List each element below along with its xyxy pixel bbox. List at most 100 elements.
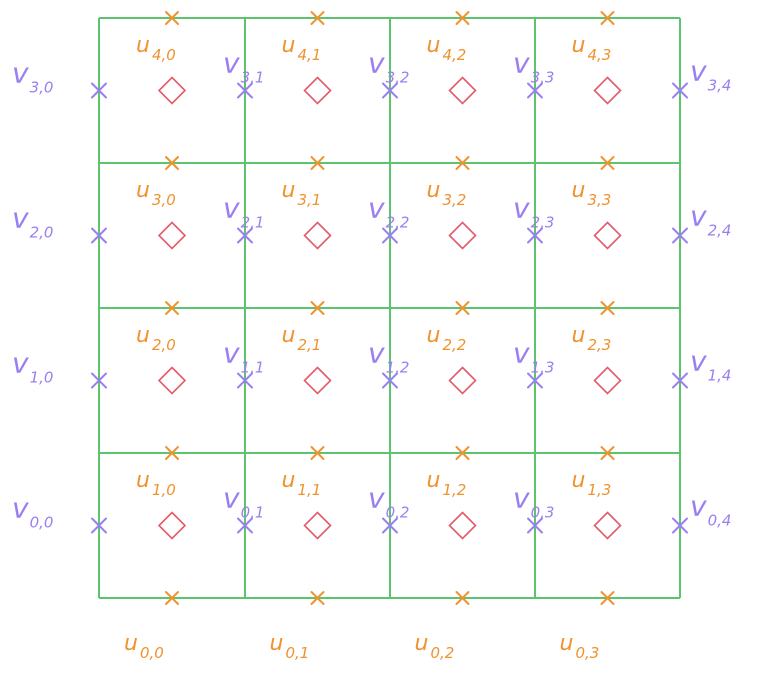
v-label: v3,2	[368, 47, 409, 87]
u-marker-icon-stroke	[600, 301, 615, 315]
u-label-symbol: u	[282, 468, 296, 493]
v-label-symbol: v	[223, 192, 240, 225]
cell-center-diamond-icon	[157, 221, 187, 250]
u-marker-icon-stroke	[165, 156, 179, 170]
v-marker-icon-stroke	[91, 227, 107, 244]
u-marker-icon	[310, 446, 325, 460]
v-marker-icon-stroke	[527, 372, 543, 389]
u-marker-icon	[165, 591, 179, 605]
u-label-symbol: u	[136, 178, 150, 203]
v-label-symbol: v	[12, 202, 29, 235]
u-marker-icon-stroke	[165, 301, 179, 315]
v-label: v0,3	[513, 482, 554, 522]
v-label: v2,3	[513, 192, 554, 232]
u-label-symbol: u	[136, 33, 150, 58]
u-marker-icon	[165, 11, 179, 25]
v-label: v1,3	[513, 337, 554, 377]
v-label: v0,4	[690, 490, 731, 530]
cell-center-diamond-icon	[593, 221, 622, 250]
u-label-symbol: u	[270, 631, 284, 656]
v-label-symbol: v	[690, 200, 707, 233]
v-marker-icon	[527, 227, 543, 244]
v-marker-icon-stroke	[237, 82, 253, 99]
u-label-symbol: u	[427, 178, 441, 203]
v-label-symbol: v	[513, 192, 530, 225]
u-marker-icon-stroke	[310, 591, 325, 605]
u-marker-icon-stroke	[600, 156, 615, 170]
v-label-subscript: 0,4	[708, 512, 732, 530]
v-label-subscript: 3,2	[386, 69, 410, 87]
cell-center-diamond-icon	[303, 76, 332, 105]
v-label: v0,1	[223, 482, 264, 522]
u-label-symbol: u	[572, 178, 586, 203]
u-marker-icon	[310, 156, 325, 170]
v-marker-icon-stroke	[382, 517, 398, 534]
v-marker-icon-stroke	[672, 227, 688, 244]
u-label-subscript: 1,3	[587, 481, 611, 499]
u-marker-icon-stroke	[455, 301, 470, 315]
v-label-symbol: v	[223, 47, 240, 80]
v-label-subscript: 2,4	[708, 222, 732, 240]
u-marker-icon-stroke	[600, 446, 615, 460]
u-marker-icon-stroke	[455, 156, 470, 170]
v-marker-icon-stroke	[672, 517, 688, 534]
u-label-subscript: 4,1	[297, 46, 321, 64]
u-label-subscript: 2,0	[152, 336, 176, 354]
v-label-symbol: v	[513, 337, 530, 370]
v-label-subscript: 0,0	[30, 514, 54, 532]
cell-center-diamond-icon	[448, 76, 477, 105]
v-label: v3,1	[223, 47, 264, 87]
v-label-subscript: 3,0	[30, 79, 54, 97]
u-label-symbol: u	[415, 631, 429, 656]
cell-center-diamond-icon	[593, 76, 622, 105]
u-label-subscript: 3,3	[587, 191, 611, 209]
u-label-symbol: u	[282, 33, 296, 58]
v-marker-icon	[382, 82, 398, 99]
v-marker-icon	[91, 517, 107, 534]
u-label-symbol: u	[427, 33, 441, 58]
u-label-subscript: 4,3	[587, 46, 611, 64]
cell-center-diamond-icon	[157, 76, 187, 105]
u-marker-icon	[600, 156, 615, 170]
v-label-subscript: 2,2	[386, 214, 410, 232]
v-label: v0,0	[12, 492, 53, 532]
u-label-symbol: u	[427, 323, 441, 348]
u-label-subscript: 2,1	[297, 336, 321, 354]
v-label-subscript: 2,3	[531, 214, 555, 232]
u-label-symbol: u	[136, 468, 150, 493]
u-label-symbol: u	[136, 323, 150, 348]
v-marker-icon-stroke	[91, 82, 107, 99]
u-marker-icon-stroke	[310, 156, 325, 170]
v-label-symbol: v	[513, 47, 530, 80]
v-marker-icon	[382, 372, 398, 389]
u-label-symbol: u	[572, 468, 586, 493]
u-label-subscript: 0,0	[140, 644, 164, 662]
u-label-subscript: 4,2	[442, 46, 466, 64]
v-marker-icon-stroke	[91, 372, 107, 389]
u-marker-icon	[165, 446, 179, 460]
u-marker-icon-stroke	[310, 11, 325, 25]
u-label-subscript: 1,0	[152, 481, 176, 499]
v-marker-icon-stroke	[527, 227, 543, 244]
v-marker-icon	[382, 227, 398, 244]
u-marker-icon-stroke	[455, 591, 470, 605]
v-label-subscript: 2,1	[241, 214, 265, 232]
v-label-symbol: v	[12, 492, 29, 525]
v-marker-icon	[672, 227, 688, 244]
v-label: v1,0	[12, 347, 53, 387]
u-marker-icon-stroke	[310, 301, 325, 315]
v-label-subscript: 0,1	[241, 504, 265, 522]
